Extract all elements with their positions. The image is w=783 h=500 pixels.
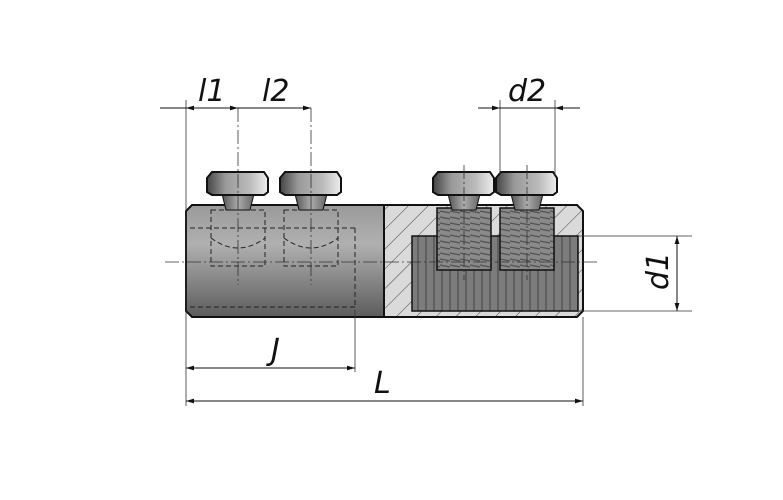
dim-label-l2: l2 <box>262 74 289 109</box>
centerlines <box>165 108 600 285</box>
dim-label-j: J <box>266 333 280 368</box>
dim-label-l1: l1 <box>198 74 225 109</box>
dim-label-d2: d2 <box>508 74 546 109</box>
bolt <box>206 171 269 211</box>
bolt <box>495 171 558 211</box>
extension-lines <box>185 100 692 406</box>
dim-label-l: L <box>374 366 391 401</box>
dim-label-d1: d1 <box>641 252 676 290</box>
connector-body-left <box>185 204 385 318</box>
bolt <box>432 171 495 211</box>
dimension-lines <box>160 105 680 404</box>
